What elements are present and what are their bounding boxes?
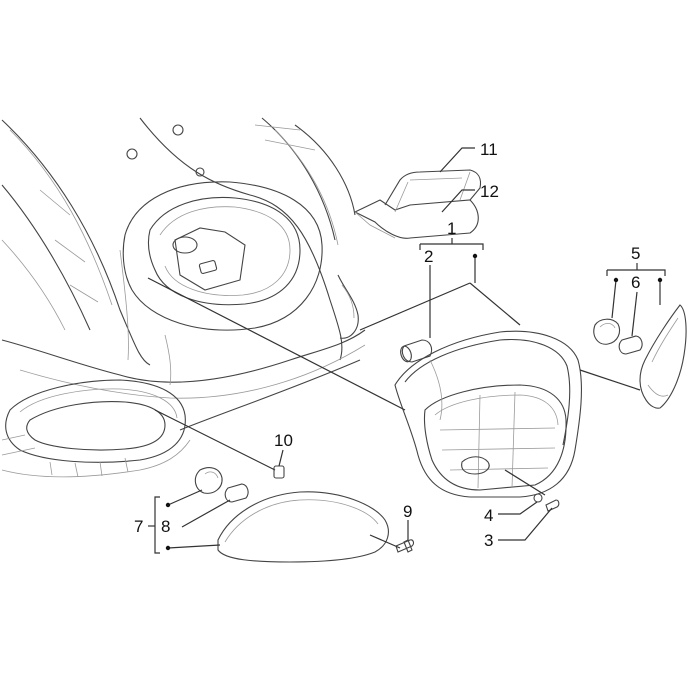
callout-12: 12: [480, 182, 499, 201]
callout-1: 1: [447, 219, 456, 238]
screw-washer-drawing: [533, 493, 560, 512]
rear-light-drawing: [394, 330, 582, 498]
clip-10-shape: [273, 465, 285, 479]
callout-3: 3: [484, 531, 493, 550]
reflector-drawing: [353, 169, 482, 239]
bulb-2-drawing: [400, 339, 433, 363]
callout-5: 5: [631, 244, 640, 263]
left-indicator-drawing: [194, 465, 415, 563]
callout-7: 7: [134, 517, 143, 536]
leader-lines: [147, 147, 666, 554]
callout-8: 8: [161, 517, 170, 536]
callout-6: 6: [631, 273, 640, 292]
callout-9: 9: [403, 502, 412, 521]
callout-labels: 11 12 1 2 5 6 10 9 4 3 7 8: [134, 140, 640, 550]
callout-10: 10: [274, 431, 293, 450]
front-shield-drawing: [1, 117, 366, 478]
callout-4: 4: [484, 506, 493, 525]
right-indicator-drawing: [593, 304, 687, 409]
callout-2: 2: [424, 247, 433, 266]
callout-11: 11: [480, 140, 498, 159]
leader-dots: [165, 253, 663, 551]
